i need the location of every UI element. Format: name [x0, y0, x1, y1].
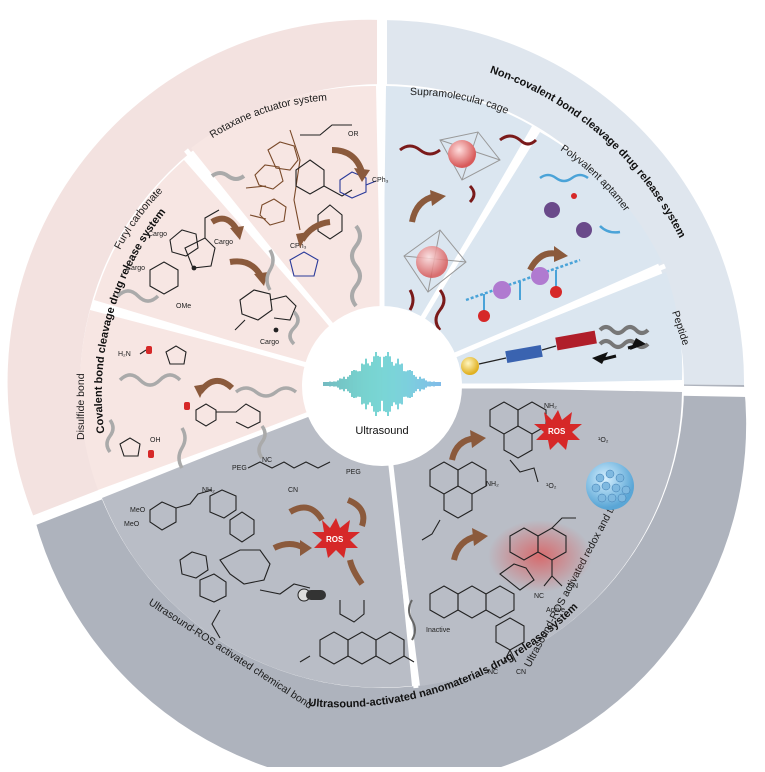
nc-3: NC	[488, 669, 498, 676]
cage-sphere-bottom	[416, 246, 448, 278]
label-disulfide: Disulfide bond	[75, 373, 87, 440]
furyl-structure: Cargo Cargo Cargo Cargo OMe	[116, 209, 300, 346]
h2n-label: H₂N	[118, 351, 131, 358]
gold-nanoparticle	[461, 357, 479, 375]
cn-2: CN	[568, 583, 578, 590]
ros-text-left: ROS	[326, 535, 344, 544]
sector-rotaxane	[191, 85, 382, 386]
cage-sphere-top	[448, 140, 476, 168]
peptide-structure	[461, 325, 650, 375]
cph3-bottom: CPh₃	[290, 243, 307, 250]
cargo-1: Cargo	[148, 231, 167, 238]
ome-label: OMe	[176, 303, 191, 310]
inactive-label: Inactive	[426, 627, 450, 634]
sector-chemical-bond	[102, 386, 412, 688]
singlet-oxygen-1: ¹O₂	[598, 437, 609, 444]
ultrasound-waveform	[323, 352, 441, 416]
meo-2: MeO	[124, 521, 140, 528]
peg-2: PEG	[346, 469, 361, 476]
ros-burst-left	[312, 518, 360, 558]
active-label: Active	[546, 607, 565, 614]
nh2-c: NH₂	[486, 481, 499, 488]
active-glow	[488, 520, 592, 592]
ros-burst-right	[534, 410, 582, 450]
cargo-3: Cargo	[214, 239, 233, 246]
rotaxane-structure: OR CPh₃ CPh₃	[210, 124, 389, 308]
cargo-2: Cargo	[126, 265, 145, 272]
nh2-b: NH₂	[544, 403, 557, 410]
singlet-oxygen-2: ¹O₂	[546, 483, 557, 490]
disulfide-structure: H₂N OH	[105, 345, 298, 469]
or-label: OR	[348, 131, 359, 138]
polyvalent-aptamer	[465, 173, 621, 322]
cph3-top: CPh₃	[372, 177, 389, 184]
arrow-rotaxane	[331, 147, 365, 174]
meo-1: MeO	[130, 507, 146, 514]
cargo-4: Cargo	[260, 339, 279, 346]
cn-1: CN	[288, 487, 298, 494]
supramolecular-cage	[399, 131, 538, 331]
sector-supramolecular	[382, 86, 532, 386]
oh-label: OH	[150, 437, 161, 444]
chemical-bond-structure: PEG NC CN PEG NH₂ MeO MeO ROS	[124, 457, 415, 665]
center-label: Ultrasound	[355, 425, 408, 437]
sector-furyl	[94, 160, 382, 386]
nc-2: NC	[534, 593, 544, 600]
sector-disulfide	[79, 310, 382, 490]
peg-1: PEG	[232, 465, 247, 472]
nc-1: NC	[262, 457, 272, 464]
cn-3: CN	[516, 669, 526, 676]
sector-polyvalent	[382, 132, 662, 386]
redox-structure: NH₂ ROS ¹O₂ ¹O₂ NH₂ NC CN Active	[408, 401, 634, 676]
ros-text-right: ROS	[548, 427, 566, 436]
